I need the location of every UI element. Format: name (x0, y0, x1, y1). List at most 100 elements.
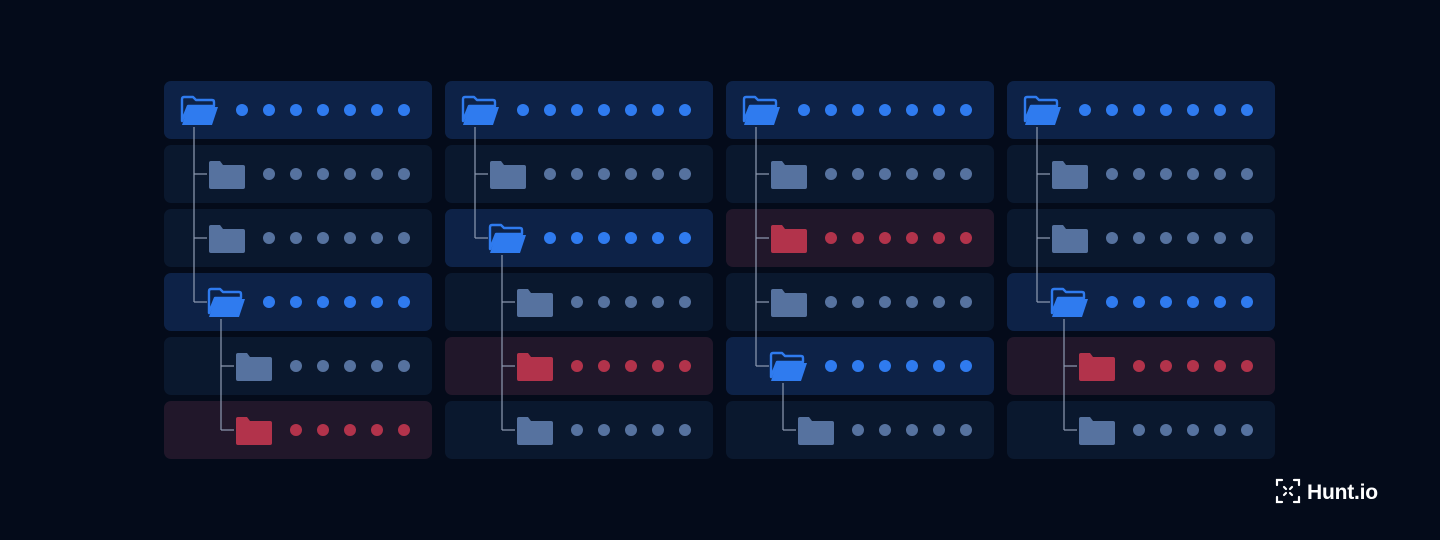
redacted-dot (398, 424, 410, 436)
redacted-dot (290, 296, 302, 308)
tree-row[interactable] (726, 337, 994, 395)
redacted-dot (825, 232, 837, 244)
tree-row[interactable] (445, 209, 713, 267)
redacted-dot (571, 424, 583, 436)
redacted-dot (652, 232, 664, 244)
tree-row[interactable] (445, 81, 713, 139)
redacted-dot (625, 168, 637, 180)
redacted-dot (290, 424, 302, 436)
tree-row[interactable] (1007, 401, 1275, 459)
open-folder-icon (742, 95, 782, 127)
redacted-dot (879, 232, 891, 244)
redacted-dot (1106, 232, 1118, 244)
redacted-dot (344, 360, 356, 372)
tree-row[interactable] (726, 209, 994, 267)
redacted-dot (1187, 232, 1199, 244)
redacted-dot (1214, 424, 1226, 436)
redacted-dot (933, 232, 945, 244)
redacted-dot (1160, 232, 1172, 244)
redacted-dot (344, 168, 356, 180)
tree-row[interactable] (445, 145, 713, 203)
tree-row[interactable] (1007, 81, 1275, 139)
redacted-dot (571, 296, 583, 308)
tree-row[interactable] (1007, 337, 1275, 395)
folder-tree-4 (1007, 81, 1275, 459)
redacted-dot (679, 232, 691, 244)
tree-row[interactable] (726, 273, 994, 331)
tree-row[interactable] (445, 401, 713, 459)
tree-row[interactable] (726, 81, 994, 139)
redacted-dot (371, 360, 383, 372)
redacted-dot (1106, 296, 1118, 308)
redacted-dot (1214, 296, 1226, 308)
tree-row[interactable] (164, 145, 432, 203)
tree-row[interactable] (445, 337, 713, 395)
redacted-dot (344, 104, 356, 116)
alert-folder-icon (234, 415, 274, 447)
folder-icon (207, 223, 247, 255)
redacted-dot (625, 296, 637, 308)
redacted-dot (344, 296, 356, 308)
redacted-dot (263, 232, 275, 244)
redacted-dot (571, 360, 583, 372)
redacted-dot (652, 424, 664, 436)
redacted-dot (371, 296, 383, 308)
redacted-dot (517, 104, 529, 116)
redacted-dot (879, 360, 891, 372)
redacted-dot (825, 168, 837, 180)
redacted-dot (1241, 104, 1253, 116)
redacted-dot (906, 424, 918, 436)
redacted-dot (1214, 232, 1226, 244)
redacted-dot (598, 232, 610, 244)
redacted-dot (398, 104, 410, 116)
tree-row[interactable] (164, 337, 432, 395)
redacted-dot (1214, 104, 1226, 116)
open-folder-icon (207, 287, 247, 319)
redacted-dot (371, 104, 383, 116)
redacted-dot (625, 424, 637, 436)
tree-row[interactable] (726, 401, 994, 459)
redacted-dot (598, 296, 610, 308)
redacted-dot (317, 424, 329, 436)
redacted-dot (852, 232, 864, 244)
redacted-dot (679, 168, 691, 180)
open-folder-icon (1023, 95, 1063, 127)
redacted-dot (1160, 360, 1172, 372)
redacted-dot (1241, 424, 1253, 436)
tree-row[interactable] (164, 401, 432, 459)
redacted-dot (317, 360, 329, 372)
tree-row[interactable] (164, 81, 432, 139)
tree-row[interactable] (1007, 145, 1275, 203)
redacted-dot (625, 232, 637, 244)
redacted-dot (1187, 296, 1199, 308)
folder-icon (515, 287, 555, 319)
redacted-dot (679, 296, 691, 308)
tree-row[interactable] (164, 273, 432, 331)
redacted-dot (1241, 232, 1253, 244)
redacted-dot (236, 104, 248, 116)
tree-row[interactable] (1007, 273, 1275, 331)
redacted-dot (933, 104, 945, 116)
tree-row[interactable] (1007, 209, 1275, 267)
redacted-dot (1187, 104, 1199, 116)
folder-tree-2 (445, 81, 713, 459)
redacted-dot (371, 168, 383, 180)
open-folder-icon (769, 351, 809, 383)
open-folder-icon (461, 95, 501, 127)
redacted-dot (1133, 232, 1145, 244)
tree-row[interactable] (445, 273, 713, 331)
redacted-dot (960, 232, 972, 244)
tree-row[interactable] (726, 145, 994, 203)
folder-icon (1050, 159, 1090, 191)
redacted-dot (933, 296, 945, 308)
redacted-dot (960, 168, 972, 180)
tree-row[interactable] (164, 209, 432, 267)
redacted-dot (879, 424, 891, 436)
redacted-dot (290, 104, 302, 116)
redacted-dot (825, 296, 837, 308)
hunt-logo-icon (1275, 478, 1301, 509)
redacted-dot (906, 360, 918, 372)
redacted-dot (1214, 168, 1226, 180)
open-folder-icon (180, 95, 220, 127)
redacted-dot (1079, 104, 1091, 116)
